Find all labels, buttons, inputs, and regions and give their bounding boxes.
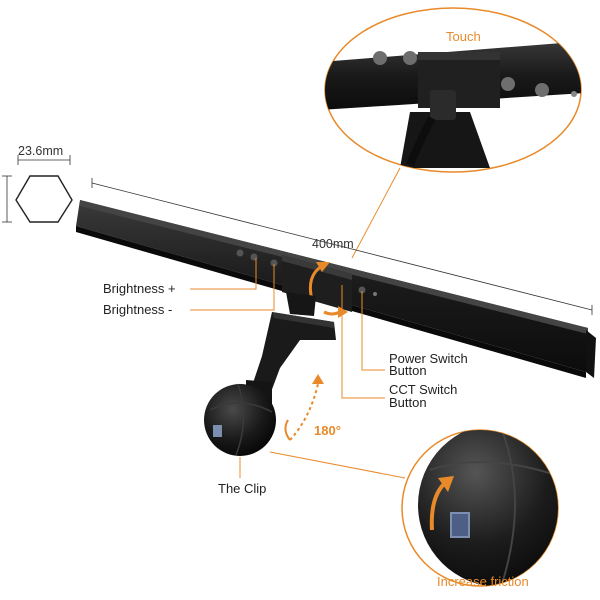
power-switch-label-line1: Power Switch bbox=[389, 351, 468, 366]
friction-leader-line bbox=[269, 451, 406, 479]
brightness-plus-button[interactable] bbox=[236, 249, 244, 257]
power-switch-label-line2: Button bbox=[389, 363, 427, 378]
button-callout-lines bbox=[190, 258, 385, 478]
brightness-plus-label: Brightness + bbox=[103, 281, 176, 296]
rotation-180-label: 180° bbox=[314, 423, 341, 438]
rotation-180-arrow bbox=[284, 374, 324, 441]
cct-switch-label-line1: CCT Switch bbox=[389, 382, 458, 397]
friction-zoom-callout bbox=[401, 429, 559, 587]
increase-friction-label: Increase friction bbox=[437, 574, 529, 589]
power-switch-button[interactable] bbox=[358, 286, 366, 294]
the-clip-label: The Clip bbox=[218, 481, 267, 496]
touch-leader-line bbox=[351, 167, 401, 259]
length-dimension-label: 400mm bbox=[312, 237, 354, 251]
brightness-minus-label: Brightness - bbox=[103, 302, 173, 317]
width-dimension-label: 23.6mm bbox=[18, 144, 64, 158]
bar-bracket bbox=[282, 255, 352, 312]
clip-ball bbox=[204, 383, 276, 456]
hexagon-cross-section bbox=[2, 155, 73, 223]
touch-zoom-callout bbox=[324, 7, 582, 173]
length-dimension-line bbox=[91, 178, 593, 315]
cct-switch-label-line2: Button bbox=[389, 395, 427, 410]
brightness-minus-button[interactable] bbox=[270, 259, 278, 267]
touch-label: Touch bbox=[446, 29, 481, 44]
